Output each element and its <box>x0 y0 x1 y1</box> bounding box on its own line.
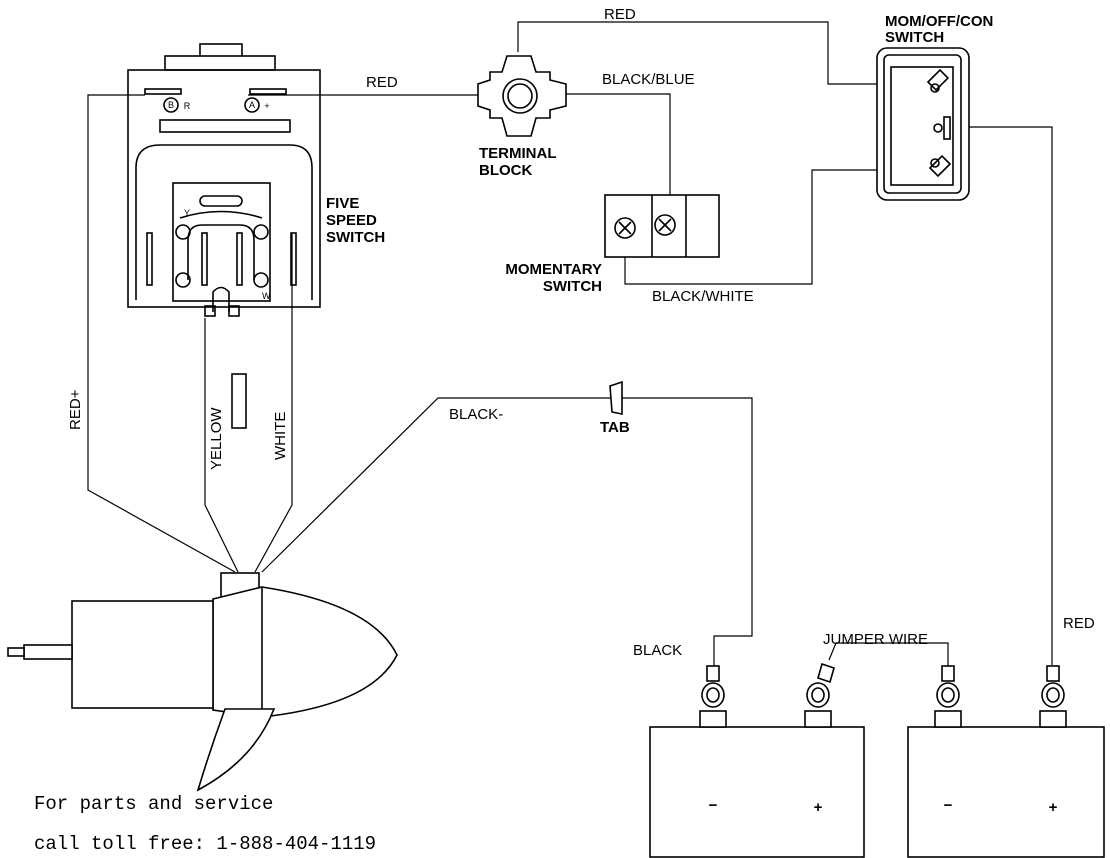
label-terminal-block-2: BLOCK <box>479 162 532 179</box>
label-red-block: RED <box>366 74 398 91</box>
terminal-block <box>477 55 567 137</box>
mom-off-con-switch <box>876 47 970 201</box>
wire-tab-to-battery <box>622 397 753 666</box>
battery-1-plus: + <box>814 799 823 816</box>
wire-jumper <box>828 642 949 666</box>
label-black-white: BLACK/WHITE <box>652 288 754 305</box>
label-tab: TAB <box>600 419 630 436</box>
label-black: BLACK <box>633 642 682 659</box>
trolling-motor <box>7 572 398 792</box>
battery-2: − + <box>907 665 1105 858</box>
switch-mark-y: Y <box>184 208 190 218</box>
label-yellow: YELLOW <box>208 407 225 470</box>
label-mom-switch-1: MOM/OFF/CON <box>885 13 993 30</box>
label-terminal-block-1: TERMINAL <box>479 145 557 162</box>
battery-2-plus: + <box>1049 799 1058 816</box>
wire-black-minus <box>261 397 612 573</box>
tab-connector <box>609 380 623 415</box>
label-red-right: RED <box>1063 615 1095 632</box>
label-five-speed-3: SWITCH <box>326 229 385 246</box>
label-black-blue: BLACK/BLUE <box>602 71 695 88</box>
switch-mark-w: W <box>262 291 271 301</box>
five-speed-switch: B R A + Y W <box>127 43 321 317</box>
switch-mark-r: R <box>184 101 191 111</box>
wire-yellow <box>204 318 239 573</box>
switch-mark-plus: + <box>264 101 269 111</box>
label-jumper-wire: JUMPER WIRE <box>823 631 928 648</box>
label-five-speed-1: FIVE <box>326 195 359 212</box>
wire-black-white <box>624 169 938 285</box>
wire-red-right <box>948 126 1053 665</box>
battery-2-minus: − <box>944 797 953 814</box>
label-five-speed-2: SPEED <box>326 212 377 229</box>
label-momentary-2: SWITCH <box>543 278 602 295</box>
label-white: WHITE <box>272 412 289 460</box>
wire-red-plus <box>87 94 236 573</box>
label-mom-switch-2: SWITCH <box>885 29 944 46</box>
wire-tie <box>231 373 247 429</box>
switch-mark-a: A <box>249 100 255 110</box>
footer-line-1: For parts and service <box>34 793 274 815</box>
wire-black-blue <box>566 93 671 205</box>
label-red-top: RED <box>604 6 636 23</box>
wire-red-top <box>517 21 930 85</box>
label-red-plus: RED+ <box>67 389 84 430</box>
battery-1-minus: − <box>709 797 718 814</box>
footer-line-2: call toll free: 1-888-404-1119 <box>34 833 377 855</box>
switch-mark-b: B <box>168 100 174 110</box>
wire-white <box>254 234 293 573</box>
wires <box>87 21 1053 666</box>
momentary-switch <box>604 194 720 258</box>
battery-1: − + <box>649 662 865 858</box>
label-momentary-1: MOMENTARY <box>505 261 602 278</box>
label-black-minus: BLACK- <box>449 406 503 423</box>
